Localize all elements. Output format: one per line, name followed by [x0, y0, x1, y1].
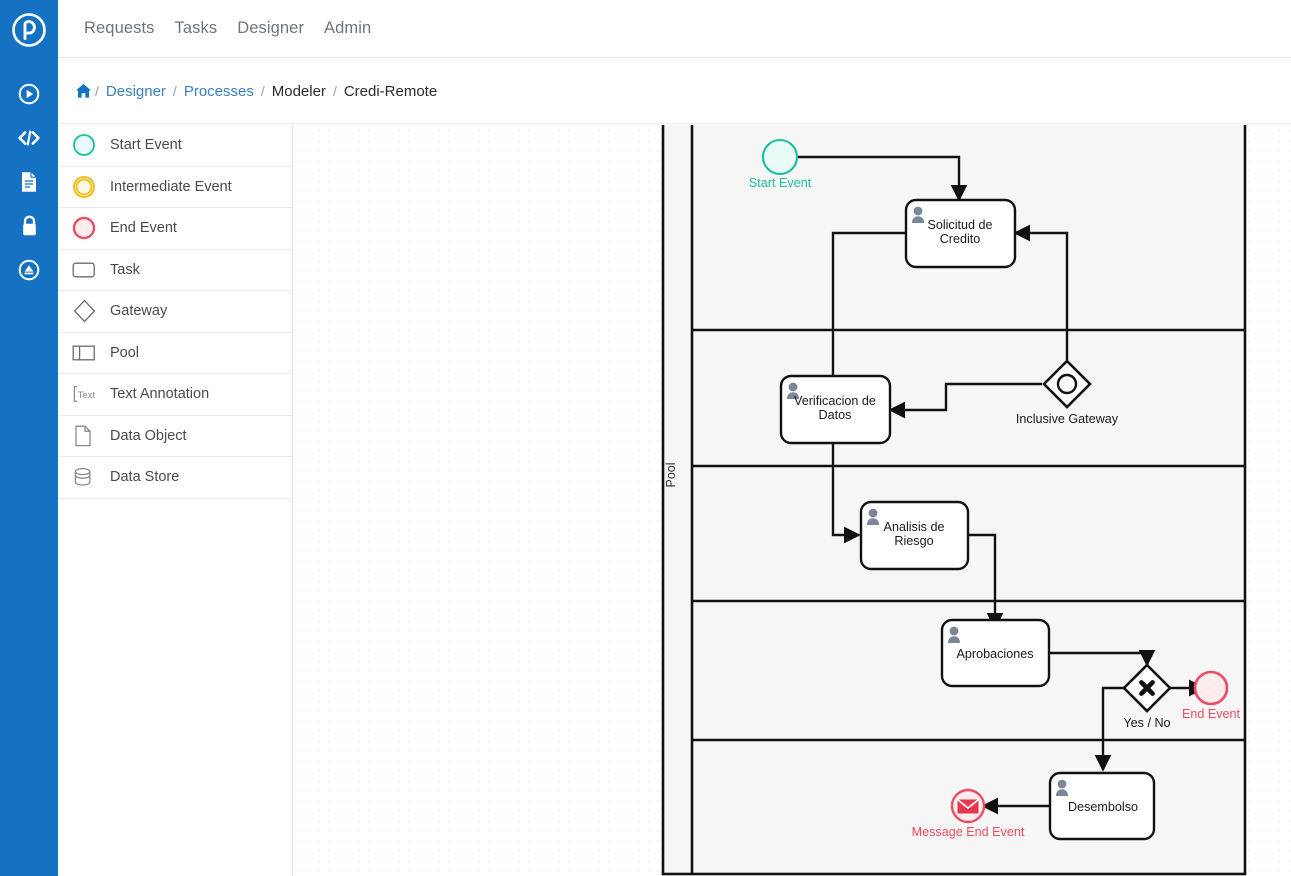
nav-item-admin[interactable]: Admin	[324, 19, 372, 37]
bpmn-diagram: Pool	[661, 125, 1247, 876]
sequence-flows	[796, 155, 1206, 815]
user-task-icon	[787, 382, 799, 399]
breadcrumb-item-credi-remote: Credi-Remote	[343, 82, 438, 100]
processmaker-logo-icon[interactable]	[12, 13, 46, 52]
node-label-exclusive-gateway: Yes / No	[1123, 716, 1170, 730]
data-store-icon	[72, 465, 102, 489]
palette-item-text-annotation[interactable]: Text Text Annotation	[58, 374, 292, 416]
palette-item-start-event[interactable]: Start Event	[58, 125, 292, 167]
palette-item-task[interactable]: Task	[58, 249, 292, 291]
nav-item-designer[interactable]: Designer	[237, 19, 305, 37]
home-icon[interactable]	[75, 83, 92, 99]
node-task-desembolso[interactable]: Desembolso	[1048, 771, 1156, 841]
node-end-event[interactable]: End Event	[1182, 670, 1241, 721]
gateway-icon	[72, 299, 102, 323]
breadcrumb-item-processes[interactable]: Processes	[183, 82, 254, 100]
node-label-start-event: Start Event	[749, 176, 812, 190]
node-label-line2: Datos	[819, 408, 852, 422]
breadcrumb-separator: /	[260, 83, 265, 99]
user-task-icon	[867, 508, 879, 525]
node-label-line1: Solicitud de	[927, 218, 992, 232]
node-task-analisis-de-riesgo[interactable]: Analisis de Riesgo	[859, 500, 970, 571]
palette-item-label: Intermediate Event	[110, 178, 232, 195]
svg-text:Text: Text	[78, 390, 96, 401]
document-icon[interactable]	[10, 160, 48, 204]
node-label-line2: Credito	[940, 232, 981, 246]
node-label-message-end-event: Message End Event	[912, 825, 1025, 839]
user-task-icon	[912, 206, 924, 223]
top-navigation: Requests Tasks Designer Admin	[58, 0, 1291, 58]
breadcrumb-separator: /	[95, 83, 99, 99]
flow-aprobaciones-to-gateway[interactable]	[1049, 649, 1156, 667]
palette-item-pool[interactable]: Pool	[58, 332, 292, 374]
user-task-icon	[1056, 779, 1068, 796]
nav-item-tasks[interactable]: Tasks	[174, 19, 218, 37]
pool-icon	[72, 341, 102, 365]
left-icon-rail	[0, 0, 58, 876]
node-label-desembolso: Desembolso	[1068, 800, 1138, 814]
palette-item-label: Pool	[110, 344, 140, 361]
envelope-icon	[956, 798, 980, 814]
palette-item-label: Text Annotation	[110, 386, 210, 403]
flow-verificacion-to-analisis[interactable]	[831, 436, 861, 544]
node-exclusive-gateway[interactable]: Yes / No	[1122, 663, 1172, 730]
arrow-up-circle-icon[interactable]	[10, 248, 48, 292]
start-event-icon	[72, 133, 102, 157]
flow-solicitud-to-verificacion[interactable]	[824, 231, 906, 405]
node-label-line1: Verificacion de	[794, 394, 876, 408]
breadcrumb-item-designer[interactable]: Designer	[105, 82, 166, 100]
node-label-end-event: End Event	[1182, 707, 1241, 721]
data-object-icon	[72, 424, 102, 448]
code-icon[interactable]	[10, 116, 48, 160]
node-task-aprobaciones[interactable]: Aprobaciones	[940, 618, 1051, 688]
palette-item-label: End Event	[110, 220, 177, 237]
pool-label: Pool	[664, 462, 678, 487]
flow-gateway-to-desembolso[interactable]	[1094, 686, 1124, 772]
user-task-icon	[948, 626, 960, 643]
task-icon	[72, 258, 102, 282]
palette-item-label: Data Store	[110, 469, 180, 486]
node-label-aprobaciones: Aprobaciones	[956, 647, 1033, 661]
palette-item-label: Gateway	[110, 303, 168, 320]
flow-analisis-to-aprobaciones[interactable]	[967, 533, 1004, 630]
node-message-end-event[interactable]: Message End Event	[912, 788, 1025, 839]
breadcrumb-item-modeler: Modeler	[271, 82, 326, 100]
palette-item-label: Task	[110, 261, 140, 278]
intermediate-event-icon	[72, 175, 102, 199]
nav-item-requests[interactable]: Requests	[84, 19, 155, 37]
palette-item-data-store[interactable]: Data Store	[58, 457, 292, 499]
play-circle-icon[interactable]	[10, 72, 48, 116]
bpmn-canvas[interactable]: Pool	[293, 125, 1291, 876]
breadcrumb-separator: /	[332, 83, 337, 99]
node-inclusive-gateway[interactable]: Inclusive Gateway	[1016, 359, 1119, 426]
palette-item-label: Start Event	[110, 137, 182, 154]
node-task-solicitud-de-credito[interactable]: Solicitud de Credito	[904, 198, 1017, 269]
node-start-event[interactable]: Start Event	[749, 138, 812, 190]
end-event-icon	[72, 216, 102, 240]
node-label-line1: Analisis de	[884, 520, 945, 534]
flow-start-to-solicitud[interactable]	[796, 155, 968, 202]
flow-gateway-to-verificacion[interactable]	[888, 382, 1042, 419]
palette-item-gateway[interactable]: Gateway	[58, 291, 292, 333]
text-annotation-icon: Text	[72, 382, 102, 406]
bpmn-element-palette: Start Event Intermediate Event End Event	[58, 125, 293, 876]
node-label-inclusive-gateway: Inclusive Gateway	[1016, 412, 1119, 426]
flow-gateway-to-solicitud[interactable]	[1013, 224, 1069, 360]
node-task-verificacion-de-datos[interactable]: Verificacion de Datos	[779, 374, 892, 445]
palette-item-end-event[interactable]: End Event	[58, 208, 292, 250]
palette-item-data-object[interactable]: Data Object	[58, 415, 292, 457]
breadcrumb: / Designer / Processes / Modeler / Credi…	[58, 59, 1291, 124]
node-label-line2: Riesgo	[894, 534, 933, 548]
palette-item-label: Data Object	[110, 427, 187, 444]
breadcrumb-separator: /	[172, 83, 177, 99]
lock-icon[interactable]	[10, 204, 48, 248]
palette-item-intermediate-event[interactable]: Intermediate Event	[58, 166, 292, 208]
